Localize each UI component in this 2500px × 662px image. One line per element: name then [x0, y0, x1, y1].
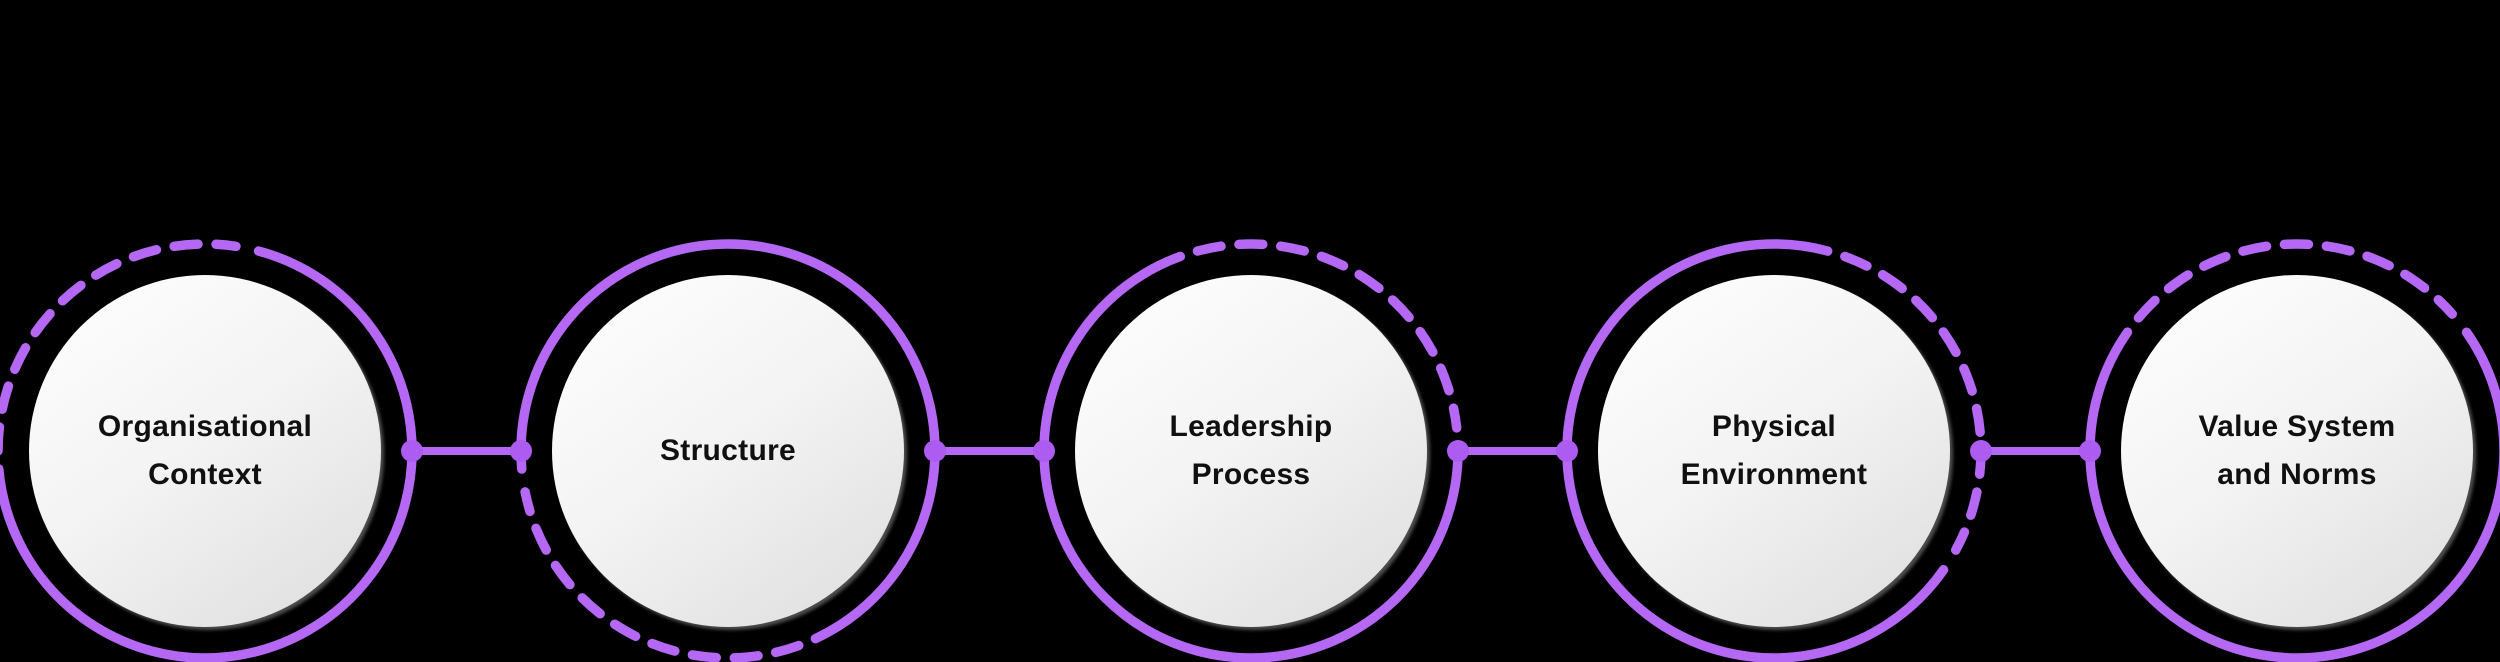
- ring-value-system-and-norms: [2085, 239, 2500, 662]
- connector-dot-4a: [1970, 440, 1992, 462]
- label-line: Leadership: [1169, 410, 1333, 443]
- node-circle-structure: [552, 275, 904, 627]
- label-line: Process: [1191, 458, 1311, 491]
- connectors: [401, 440, 2101, 462]
- node-label-organisational-context: Organisational Context: [5, 371, 405, 531]
- label-line: Environment: [1680, 458, 1868, 491]
- node-circle-leadership-process: [1075, 275, 1427, 627]
- node-label-physical-environment: Physical Environment: [1574, 371, 1974, 531]
- connector-dot-4b: [2079, 440, 2101, 462]
- connector-dot-3b: [1556, 440, 1578, 462]
- node-circle-organisational-context: [29, 275, 381, 627]
- node-label-value-system-and-norms: Value System and Norms: [2097, 371, 2497, 531]
- label-line: Value System: [2198, 410, 2396, 443]
- node-circle-physical-environment: [1598, 275, 1950, 627]
- node-fill-circles: [29, 275, 2473, 627]
- label-line: Organisational: [97, 410, 313, 443]
- connector-dot-1a: [401, 440, 423, 462]
- node-label-leadership-process: Leadership Process: [1051, 371, 1451, 531]
- connector-dot-2a: [924, 440, 946, 462]
- connector-dot-2b: [1033, 440, 1055, 462]
- label-line: Structure: [659, 434, 797, 467]
- connector-dot-1b: [510, 440, 532, 462]
- label-line: and Norms: [2217, 458, 2377, 491]
- connector-dot-3a: [1447, 440, 1469, 462]
- ring-physical-environment: [1562, 239, 1986, 662]
- label-line: Physical: [1711, 410, 1837, 443]
- node-label-structure: Structure: [528, 371, 928, 531]
- label-line: Context: [148, 458, 262, 491]
- ring-organisational-context: [0, 239, 417, 662]
- ring-structure: [516, 239, 940, 662]
- node-circle-value-system-and-norms: [2121, 275, 2473, 627]
